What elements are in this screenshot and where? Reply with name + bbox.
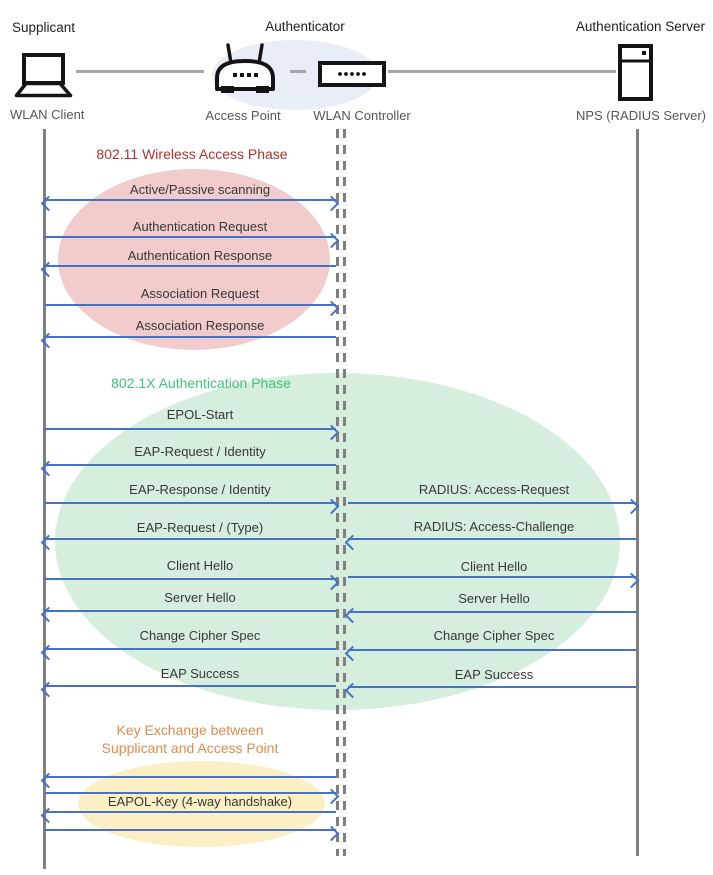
- lifeline-wlan-controller-left: [336, 129, 339, 856]
- message-arrow: [44, 792, 336, 794]
- message-arrow: [44, 648, 336, 650]
- message-label: EAP Success: [454, 667, 534, 682]
- message-arrow: [44, 464, 336, 466]
- message-arrow: [348, 538, 636, 540]
- access-point-icon: [215, 43, 275, 93]
- message-label: Client Hello: [460, 559, 528, 574]
- message-label: Authentication Response: [127, 248, 273, 263]
- message-label: Client Hello: [166, 558, 234, 573]
- message-label: Server Hello: [164, 590, 236, 605]
- message-arrow: [44, 236, 336, 238]
- device-link-line: [388, 70, 616, 73]
- device-label-nps-radius-server: NPS (RADIUS Server): [575, 108, 706, 123]
- role-label-authentication-server: Authentication Server: [575, 19, 705, 34]
- wlan-controller-icon: [318, 61, 386, 87]
- message-label: Authentication Request: [132, 219, 268, 234]
- message-arrow: [44, 265, 336, 267]
- message-arrow: [44, 829, 336, 831]
- message-label: RADIUS: Access-Request: [418, 482, 570, 497]
- role-label-supplicant: Supplicant: [12, 20, 76, 35]
- message-arrow: [348, 576, 636, 578]
- lifeline-wlan-controller-right: [343, 129, 346, 856]
- phase-title-key-exchange-line2: Supplicant and Access Point: [101, 740, 279, 756]
- message-arrow: [44, 428, 336, 430]
- laptop-icon: [14, 53, 73, 98]
- message-label: EPOL-Start: [166, 407, 234, 422]
- server-icon: [618, 44, 653, 101]
- device-label-access-point: Access Point: [205, 108, 281, 123]
- device-link-line: [76, 70, 204, 73]
- message-label: EAP-Request / (Type): [136, 520, 264, 535]
- role-label-authenticator: Authenticator: [265, 19, 345, 34]
- message-arrow: [348, 686, 636, 688]
- device-link-line: [290, 70, 306, 73]
- phase-title-key-exchange-line1: Key Exchange between: [116, 722, 264, 738]
- message-arrow: [44, 610, 336, 612]
- message-arrow: [348, 502, 636, 504]
- message-arrow: [44, 336, 336, 338]
- message-arrow: [44, 811, 336, 813]
- message-arrow: [44, 685, 336, 687]
- message-arrow: [44, 538, 336, 540]
- message-arrow: [348, 649, 636, 651]
- message-label: Change Cipher Spec: [433, 628, 555, 643]
- message-label: RADIUS: Access-Challenge: [413, 519, 575, 534]
- message-label: EAPOL-Key (4-way handshake): [107, 794, 293, 809]
- message-arrow: [348, 611, 636, 613]
- device-label-wlan-client: WLAN Client: [10, 107, 85, 122]
- message-label: Change Cipher Spec: [139, 628, 261, 643]
- message-arrow: [44, 502, 336, 504]
- lifeline-wlan-client: [43, 129, 46, 869]
- message-label: Active/Passive scanning: [129, 182, 271, 197]
- message-arrow: [44, 304, 336, 306]
- message-label: Association Response: [135, 318, 265, 333]
- message-arrow: [44, 578, 336, 580]
- message-label: EAP-Response / Identity: [129, 482, 271, 497]
- message-label: Server Hello: [458, 591, 530, 606]
- message-label: EAP Success: [160, 666, 240, 681]
- message-arrow: [44, 776, 336, 778]
- phase-title-802-11: 802.11 Wireless Access Phase: [96, 146, 288, 162]
- phase-title-802-1x: 802.1X Authentication Phase: [111, 375, 291, 391]
- lifeline-nps-server: [636, 129, 639, 856]
- message-label: EAP-Request / Identity: [134, 444, 266, 459]
- message-arrow: [44, 199, 336, 201]
- message-label: Association Request: [140, 286, 260, 301]
- device-label-wlan-controller: WLAN Controller: [313, 108, 411, 123]
